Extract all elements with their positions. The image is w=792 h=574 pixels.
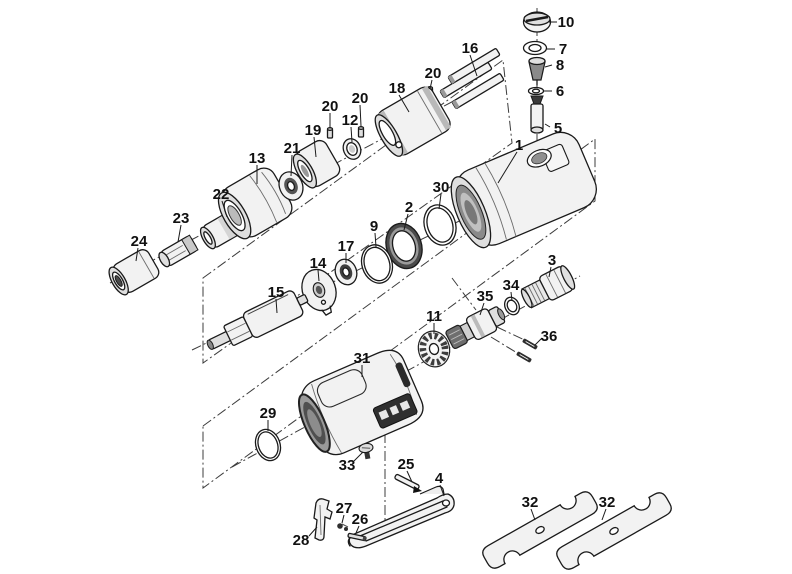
part-33-screw: [358, 442, 374, 460]
callout-12: 12: [342, 112, 359, 129]
callout-28: 28: [293, 532, 310, 549]
callout-33: 33: [339, 457, 356, 474]
callout-36: 36: [541, 328, 558, 345]
part-2-end-ring: [385, 222, 423, 270]
callout-14: 14: [310, 255, 327, 272]
callout-10: 10: [558, 14, 575, 31]
callout-32: 32: [522, 494, 539, 511]
callout-4: 4: [435, 470, 444, 487]
part-20-pin: [326, 127, 334, 139]
part-17-bearing: [334, 258, 358, 286]
callout-34: 34: [503, 277, 520, 294]
callout-16: 16: [462, 40, 479, 57]
callout-22: 22: [213, 186, 230, 203]
part-29-o-ring: [254, 428, 282, 462]
callout-30: 30: [433, 179, 450, 196]
callout-19: 19: [305, 122, 322, 139]
part-20-pin: [357, 126, 365, 138]
callout-7: 7: [559, 41, 567, 58]
callout-21: 21: [284, 140, 301, 157]
part-34-washer: [503, 296, 521, 316]
callout-32: 32: [599, 494, 616, 511]
callout-6: 6: [556, 83, 564, 100]
part-32-wrench: [556, 492, 672, 570]
part-8-valve-poppet: [528, 56, 546, 86]
part-36-pins: [516, 338, 538, 363]
callout-3: 3: [548, 252, 556, 269]
part-1-main-housing: [450, 131, 597, 249]
part-27-detent: [337, 523, 349, 531]
callout-9: 9: [370, 218, 378, 235]
part-26-pin: [347, 532, 367, 542]
part-9-o-ring: [360, 244, 394, 284]
part-30-o-ring: [423, 204, 457, 246]
callout-5: 5: [554, 120, 562, 137]
part-25-pin: [394, 473, 422, 493]
part-32-wrench: [482, 491, 598, 569]
assembly-frame-lower: [202, 138, 596, 489]
part-5-valve-stem: [530, 95, 544, 134]
part-35-throttle-valve: [445, 306, 506, 350]
callout-25: 25: [398, 456, 415, 473]
part-28-safety-latch: [313, 498, 333, 541]
callout-31: 31: [354, 350, 371, 367]
callout-24: 24: [131, 233, 148, 250]
callout-29: 29: [260, 405, 277, 422]
callout-11: 11: [426, 308, 442, 325]
callout-15: 15: [268, 284, 285, 301]
part-6-washer: [527, 86, 545, 96]
part-31-housing-sleeve: [298, 349, 424, 456]
callout-2: 2: [405, 199, 413, 216]
assembly-arrow: [413, 486, 422, 493]
part-18-cylinder: [374, 85, 452, 157]
part-7-washer: [522, 40, 548, 56]
part-16-vanes: [439, 48, 505, 109]
part-14-end-plate: [301, 268, 337, 316]
part-11-muffler-disc: [417, 330, 451, 368]
part-21-bearing: [278, 171, 304, 201]
callout-13: 13: [249, 150, 266, 167]
callout-20: 20: [322, 98, 339, 115]
part-23-collet: [158, 234, 199, 268]
callout-20: 20: [352, 90, 369, 107]
parts: [108, 11, 672, 570]
callout-35: 35: [477, 288, 494, 305]
callout-26: 26: [352, 511, 369, 528]
part-24-collet-nut: [108, 249, 160, 296]
part-15-rotor-shaft: [206, 290, 309, 350]
callout-labels: 10 7 8 6 5 1 16 20 18 20 12 20 19 21 13 …: [131, 14, 616, 549]
callout-17: 17: [338, 238, 355, 255]
callout-27: 27: [336, 500, 353, 517]
callout-23: 23: [173, 210, 190, 227]
callout-8: 8: [556, 57, 564, 74]
callout-20: 20: [425, 65, 442, 82]
callout-18: 18: [389, 80, 406, 97]
part-12-ring: [342, 138, 362, 160]
leader-lines: [135, 21, 607, 537]
part-19-bearing-cup: [292, 139, 341, 189]
part-10-cap-screw: [522, 11, 552, 33]
part-3-air-inlet: [520, 265, 576, 309]
callout-1: 1: [515, 137, 523, 154]
